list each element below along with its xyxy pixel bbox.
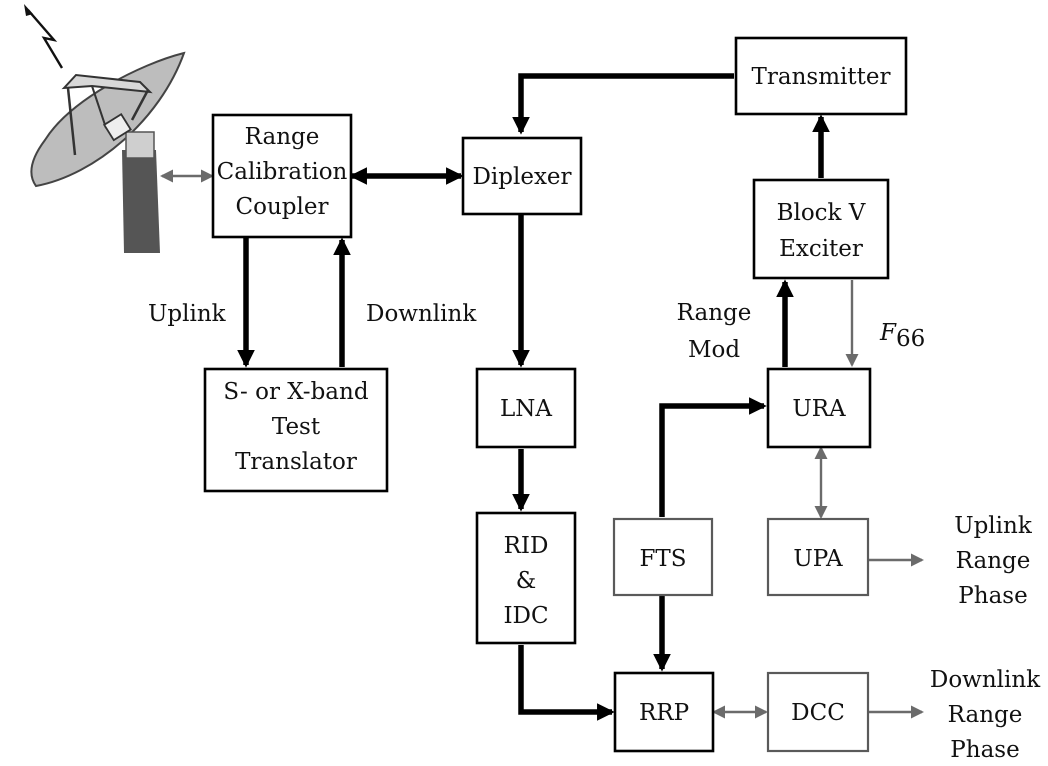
- rid-idc-block: RID & IDC: [477, 513, 575, 643]
- block-label: UPA: [793, 546, 843, 572]
- upa-block: UPA: [768, 519, 868, 595]
- dcc-block: DCC: [768, 673, 868, 751]
- transmitter-to-diplexer: [521, 76, 734, 132]
- block-label: FTS: [639, 546, 686, 572]
- block-label: Calibration: [217, 159, 348, 185]
- range-mod-label: Mod: [688, 337, 740, 363]
- block-label: RRP: [639, 700, 689, 726]
- block-label: IDC: [503, 603, 548, 629]
- uplink-range-phase-label: Uplink: [954, 513, 1033, 539]
- downlink-range-phase-label: Downlink: [930, 667, 1041, 693]
- block-label: Diplexer: [472, 164, 571, 190]
- svg-text:66: 66: [896, 326, 925, 352]
- uplink-range-phase-label: Range: [956, 548, 1031, 574]
- block-label: Range: [245, 124, 320, 150]
- range-mod-label: Range: [677, 300, 752, 326]
- downlink-range-phase-label: Range: [948, 702, 1023, 728]
- block-label: &: [516, 568, 536, 594]
- rid-to-rrp: [521, 645, 612, 712]
- fts-block: FTS: [614, 519, 712, 595]
- block-label: Block V: [777, 200, 866, 226]
- uplink-label: Uplink: [148, 301, 227, 327]
- diplexer-block: Diplexer: [463, 138, 581, 214]
- block-label: Test: [272, 414, 321, 440]
- block-v-exciter-block: Block V Exciter: [754, 180, 888, 278]
- block-label: Coupler: [236, 194, 329, 220]
- block-label: LNA: [500, 396, 552, 422]
- lightning-signal-icon: [24, 4, 62, 68]
- ura-block: URA: [768, 369, 870, 447]
- block-label: DCC: [791, 700, 845, 726]
- f66-label: F 66: [879, 320, 925, 352]
- uplink-range-phase-label: Phase: [958, 583, 1027, 609]
- block-label: Exciter: [779, 236, 863, 262]
- block-label: Transmitter: [752, 64, 891, 90]
- rrp-block: RRP: [615, 673, 713, 751]
- test-translator-block: S- or X-band Test Translator: [205, 369, 387, 491]
- lna-block: LNA: [477, 369, 575, 447]
- transmitter-block: Transmitter: [736, 38, 906, 114]
- fts-to-ura: [662, 406, 764, 517]
- block-label: URA: [792, 396, 846, 422]
- block-label: S- or X-band: [223, 379, 368, 405]
- block-label: RID: [504, 533, 549, 559]
- downlink-label: Downlink: [366, 301, 477, 327]
- block-label: Translator: [235, 449, 357, 475]
- downlink-range-phase-label: Phase: [950, 737, 1019, 763]
- range-calibration-coupler-block: Range Calibration Coupler: [213, 115, 351, 237]
- dish-antenna-icon: [31, 53, 184, 253]
- svg-text:F: F: [879, 320, 897, 346]
